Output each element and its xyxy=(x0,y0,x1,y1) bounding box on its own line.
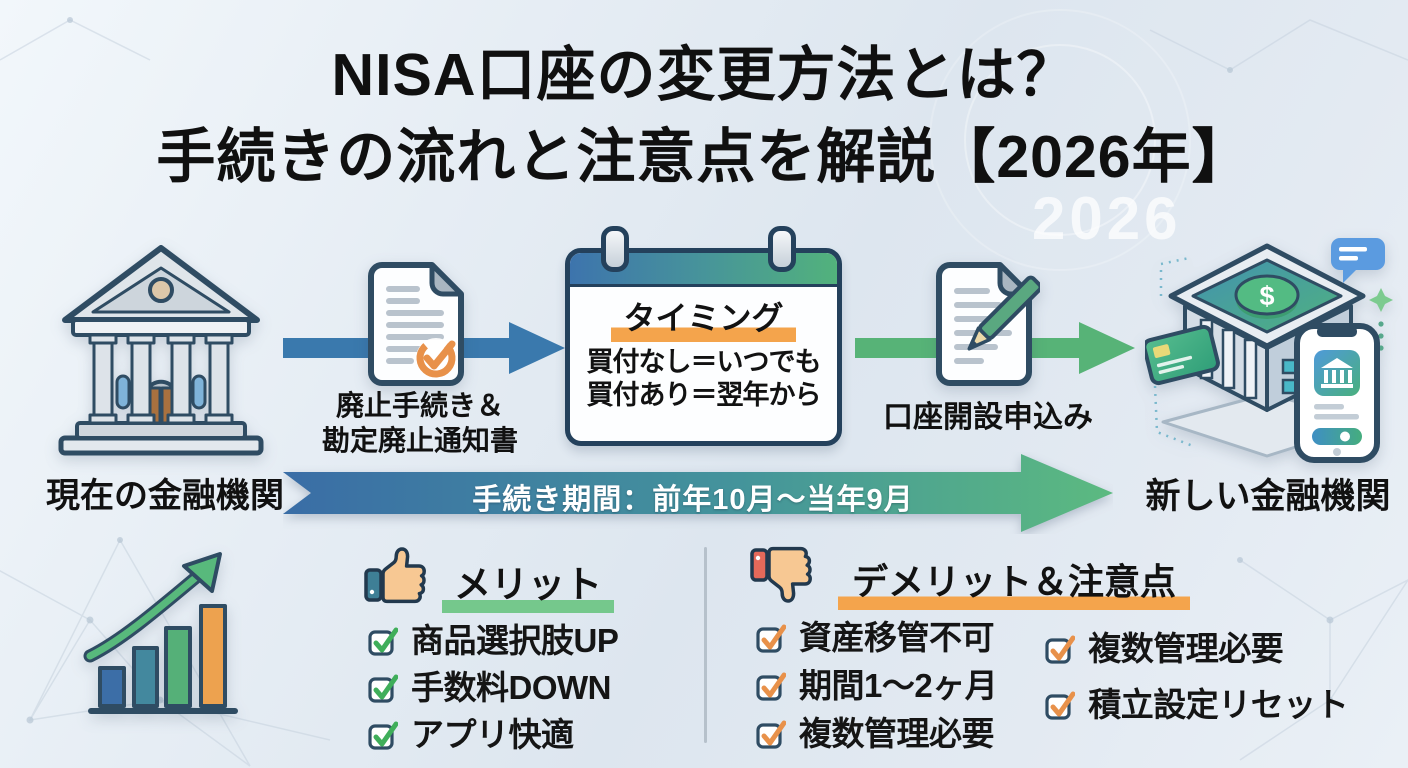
calendar-content: タイミング 買付なし＝いつでも 買付あり＝翌年から xyxy=(570,287,837,412)
checkbox-orange-icon xyxy=(756,720,786,749)
merit-item-label: 手数料DOWN xyxy=(411,669,611,706)
checkbox-orange-icon xyxy=(1045,691,1076,720)
thumbs-down-icon xyxy=(750,546,812,603)
checkbox-orange-icon xyxy=(1045,635,1076,664)
calendar-rule-2: 買付あり＝翌年から xyxy=(586,380,822,410)
demerit-item-label: 期間1〜2ヶ月 xyxy=(799,667,998,704)
merit-section: メリット 商品選択肢UP 手数料DOWN xyxy=(364,544,619,753)
dollar-symbol: $ xyxy=(1259,281,1274,311)
merit-item-label: 商品選択肢UP xyxy=(411,622,619,659)
demerit-item: 複数管理必要 xyxy=(1045,631,1348,667)
calendar-rule-1: 買付なし＝いつでも xyxy=(586,347,822,377)
credit-card-icon xyxy=(1145,324,1220,386)
demerit-item: 複数管理必要 xyxy=(756,716,997,752)
abolition-label: 廃止手続き＆ 勘定廃止通知書 xyxy=(310,388,530,458)
thumbs-up-icon xyxy=(364,547,426,604)
calendar-ring-icon xyxy=(601,226,629,272)
timing-calendar: タイミング 買付なし＝いつでも 買付あり＝翌年から xyxy=(565,226,842,446)
dollar-coin-icon: $ xyxy=(1234,274,1300,319)
demerit-item: 資産移管不可 xyxy=(756,620,997,656)
abolition-label-line1: 廃止手続き＆ xyxy=(335,390,504,421)
demerit-item: 積立設定リセット xyxy=(1045,686,1349,723)
current-bank-label: 現在の金融機関 xyxy=(46,477,284,515)
calendar-ring-icon xyxy=(768,226,796,272)
checkbox-orange-icon xyxy=(756,672,786,701)
merit-item: 商品選択肢UP xyxy=(368,622,619,659)
merit-item: アプリ快適 xyxy=(368,717,618,753)
demerit-list-left: 資産移管不可 期間1〜2ヶ月 複数管理必要 xyxy=(756,620,998,752)
checkbox-green-icon xyxy=(368,721,398,750)
abolition-label-line2: 勘定廃止通知書 xyxy=(321,425,518,456)
period-arrow-text: 手続き期間：前年10月〜当年9月 xyxy=(472,484,914,516)
demerit-section: デメリット＆注意点 資産移管不可 期間1〜2ヶ月 xyxy=(750,544,1349,752)
bank-app-glyph xyxy=(1321,358,1353,388)
procedure-period-arrow: 手続き期間：前年10月〜当年9月 xyxy=(283,452,1113,534)
checkbox-green-icon xyxy=(368,674,398,703)
new-bank-icon: $ xyxy=(1145,238,1393,463)
period-arrow-shape xyxy=(283,454,1113,532)
sparkle-icon xyxy=(1369,288,1393,312)
checkbox-green-icon xyxy=(368,627,398,656)
demerit-title: デメリット＆注意点 xyxy=(838,553,1191,610)
pencil-icon xyxy=(967,275,1040,351)
demerit-item-label: 複数管理必要 xyxy=(799,715,995,752)
merit-item: 手数料DOWN xyxy=(368,670,618,706)
current-bank-icon xyxy=(58,245,264,456)
application-label: 口座開設申込み xyxy=(883,401,1093,434)
section-divider xyxy=(704,547,707,743)
page-title: NISA口座の変更方法とは？ 手続きの流れと注意点を解説【2026年】 xyxy=(0,34,1408,198)
chat-bubble-icon xyxy=(1331,238,1385,283)
demerit-list-right: 複数管理必要 積立設定リセット xyxy=(1045,631,1349,752)
smartphone-icon xyxy=(1294,323,1380,463)
demerit-item: 期間1〜2ヶ月 xyxy=(756,667,998,704)
abolition-document-icon xyxy=(368,262,464,386)
application-document-icon xyxy=(936,262,1040,386)
background-year-watermark: 2026 xyxy=(1032,185,1182,252)
title-line-1: NISA口座の変更方法とは？ xyxy=(331,42,1077,108)
calendar-title: タイミング xyxy=(611,293,796,342)
calendar-body: タイミング 買付なし＝いつでも 買付あり＝翌年から xyxy=(565,248,842,446)
demerit-item-label: 複数管理必要 xyxy=(1088,630,1284,667)
growth-chart-icon xyxy=(83,552,238,714)
merit-title: メリット xyxy=(442,554,614,613)
demerit-item-label: 積立設定リセット xyxy=(1088,686,1349,723)
title-line-2: 手続きの流れと注意点を解説【2026年】 xyxy=(156,124,1252,190)
checkbox-orange-icon xyxy=(756,624,786,653)
merit-list: 商品選択肢UP 手数料DOWN アプリ快適 xyxy=(368,622,619,753)
demerit-item-label: 資産移管不可 xyxy=(799,619,995,656)
new-bank-label: 新しい金融機関 xyxy=(1145,477,1391,516)
merit-item-label: アプリ快適 xyxy=(411,716,574,753)
